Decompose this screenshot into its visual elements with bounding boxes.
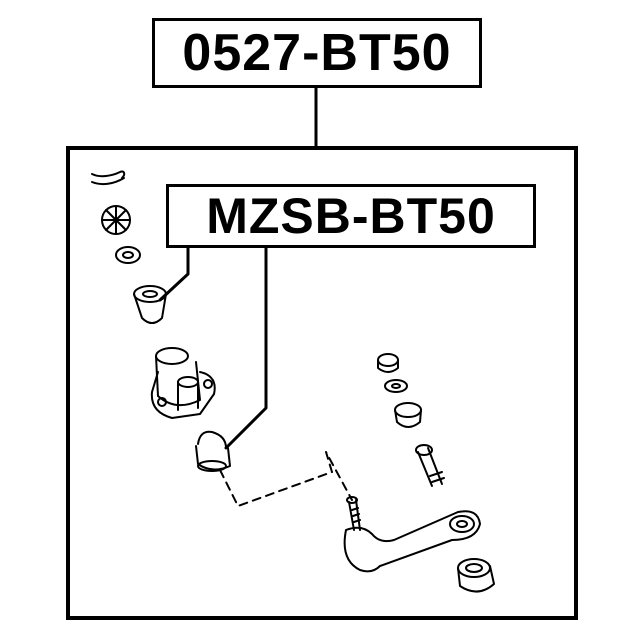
bushing-upper: [133, 285, 167, 324]
washer-right: [384, 379, 408, 393]
bushing-right: [394, 402, 422, 428]
component-leader-lower: [224, 246, 268, 450]
assembly-frame: [66, 146, 578, 620]
bushing-lower: [195, 430, 231, 472]
assembly-part-number-label: 0527-BT50: [152, 18, 482, 88]
castle-nut: [101, 205, 131, 235]
component-leader-upper: [158, 246, 190, 302]
idler-bracket: [150, 347, 216, 419]
component-part-number-label: MZSB-BT50: [166, 184, 536, 248]
bolt-right: [415, 444, 445, 487]
seal-cap: [457, 558, 495, 593]
washer-small: [115, 246, 141, 264]
idler-arm: [343, 496, 481, 573]
dashed-assembly-line: [219, 451, 353, 507]
cotter-pin: [91, 170, 126, 186]
nut-right: [377, 353, 399, 373]
